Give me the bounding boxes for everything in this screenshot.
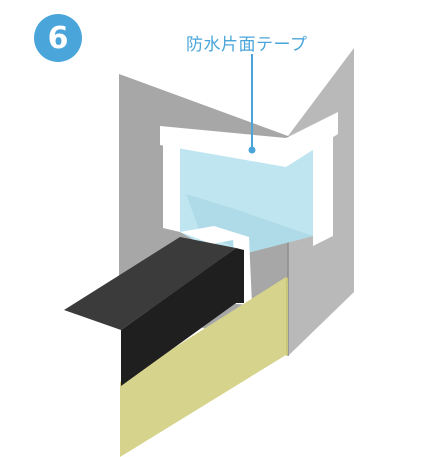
- sill-flashing-side: [236, 248, 244, 303]
- waterproof-tape-top-left: [160, 126, 286, 167]
- step-number: 6: [47, 20, 69, 56]
- base-side: [286, 277, 288, 356]
- step-number-badge: 6: [34, 14, 82, 62]
- base-front: [120, 277, 286, 457]
- waterproof-tape-left-jamb: [163, 143, 180, 232]
- callout-label: 防水片面テープ: [186, 35, 308, 55]
- waterproof-tape-right-jamb: [313, 131, 333, 246]
- sill-flashing-front: [121, 248, 236, 386]
- sill-flashing-top: [64, 237, 236, 330]
- callout-leader-dot: [248, 146, 256, 154]
- waterproof-tape-sill-top: [180, 226, 249, 244]
- waterproof-tape-top-right: [286, 112, 338, 167]
